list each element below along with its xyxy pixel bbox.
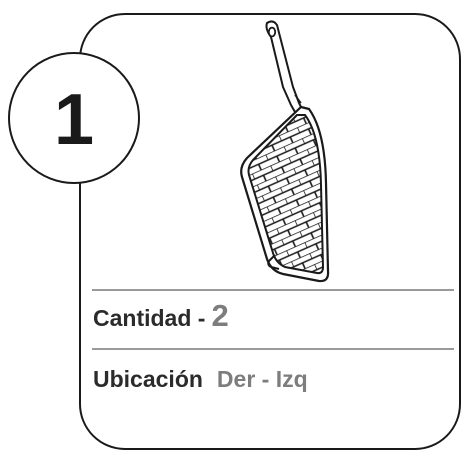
divider-top — [92, 289, 454, 291]
location-label: Ubicación — [93, 366, 203, 392]
brick-pattern-grille-part-icon — [240, 20, 330, 283]
item-number: 1 — [53, 80, 95, 160]
quantity-row: Cantidad - 2 — [93, 298, 229, 334]
location-row: Ubicación Der - Izq — [93, 366, 308, 393]
quantity-value: 2 — [211, 298, 229, 333]
item-number-badge: 1 — [8, 52, 140, 184]
divider-bottom — [92, 348, 454, 350]
location-value: Der - Izq — [216, 366, 308, 392]
quantity-label: Cantidad - — [93, 305, 206, 331]
